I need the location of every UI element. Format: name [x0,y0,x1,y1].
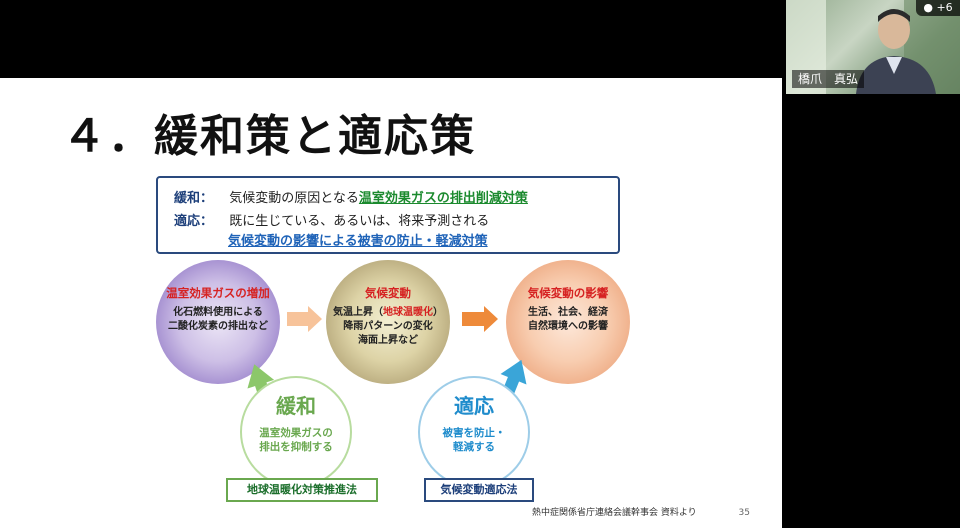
mitigation-text: 気候変動の原因となる [229,191,359,206]
change-line-2: 降雨パターンの変化 [343,321,433,332]
mitigation-law-tag: 地球温暖化対策推進法 [226,478,378,502]
arrow-right-icon [287,306,322,332]
adaptation-law-tag: 気候変動適応法 [424,478,534,502]
impact-line-2: 自然環境への影響 [528,321,608,332]
adaptation-key: 適応： [174,214,214,229]
adaptation-highlight-row: 気候変動の影響による被害の防止・軽減対策 [228,230,488,249]
adaptation-text: 既に生じている、あるいは、将来予測される [229,214,490,229]
change-line-1-c: ） [433,307,443,318]
mitigation-circle-line-1: 温室効果ガスの [259,427,333,439]
change-title: 気候変動 [365,286,411,300]
change-line-3: 海面上昇など [358,335,418,346]
impact-line-1: 生活、社会、経済 [528,307,608,318]
participant-count-button[interactable]: ● +6 [916,0,960,16]
mitigation-definition: 緩和： 気候変動の原因となる温室効果ガスの排出削減対策 [174,187,528,206]
cause-blob [156,260,280,384]
adaptation-definition: 適応： 既に生じている、あるいは、将来予測される [174,210,489,229]
change-blob [326,260,450,384]
change-line-1-a: 気温上昇（ [333,307,383,318]
participant-name: 橋爪 真弘 [792,70,865,88]
arrow-right-icon [462,306,498,332]
adaptation-highlight: 気候変動の影響による被害の防止・軽減対策 [228,234,488,249]
mitigation-key: 緩和： [174,191,214,206]
diagram-arrows [247,306,527,415]
cause-line-2: 二酸化炭素の排出など [168,321,268,332]
slide-page-number: 35 [738,508,750,518]
presentation-slide: ４．緩和策と適応策 緩和： 気候変動の原因となる温室効果ガスの排出削減対策 適応… [0,78,782,528]
adaptation-circle-title: 適応 [454,394,494,418]
cause-line-1: 化石燃料使用による [173,307,263,318]
slide-source: 熱中症関係省庁連絡会議幹事会 資料より [532,508,697,518]
impact-blob [506,260,630,384]
cause-title: 温室効果ガスの増加 [166,286,270,300]
adaptation-circle-line-2: 軽減する [453,441,495,453]
change-line-1: 気温上昇（地球温暖化） [320,306,456,320]
definition-box: 緩和： 気候変動の原因となる温室効果ガスの排出削減対策 適応： 既に生じている、… [156,176,620,254]
mitigation-highlight: 温室効果ガスの排出削減対策 [358,191,528,206]
person-icon: ● [923,1,933,14]
slide-title: ４．緩和策と適応策 [62,111,476,162]
impact-title: 気候変動の影響 [527,286,609,300]
mitigation-circle-line-2: 排出を抑制する [259,441,333,453]
mitigation-circle-title: 緩和 [276,394,316,418]
adaptation-circle-line-1: 被害を防止・ [442,427,506,439]
participant-count: +6 [936,1,953,14]
change-line-1-highlight: 地球温暖化 [383,307,433,318]
